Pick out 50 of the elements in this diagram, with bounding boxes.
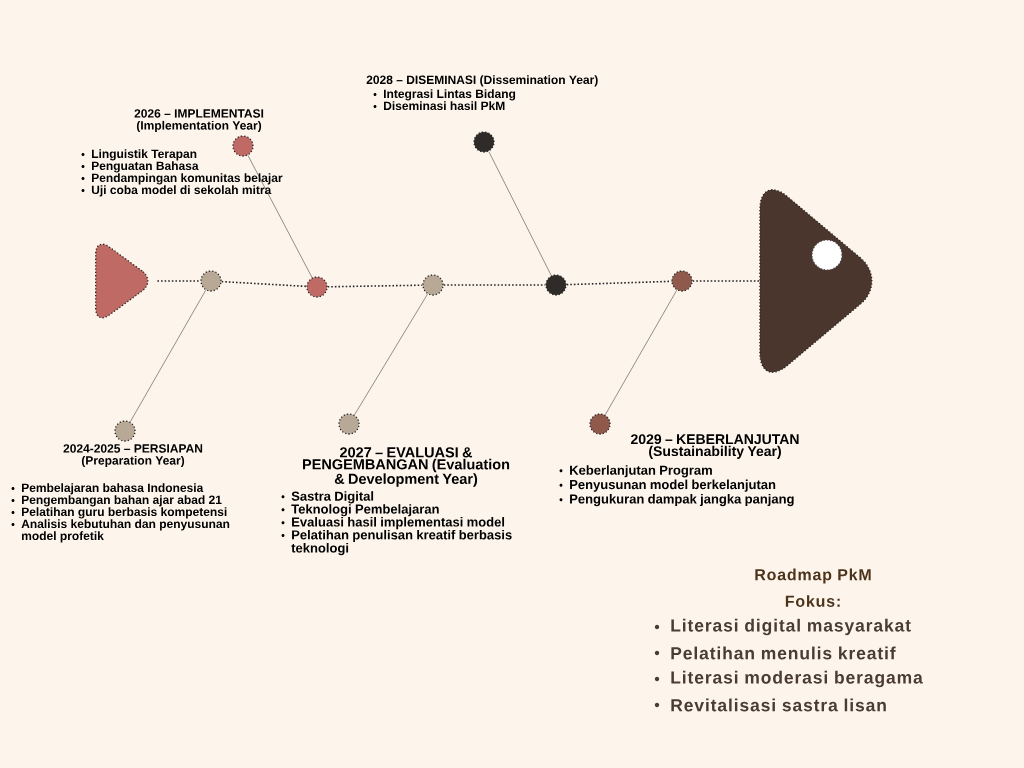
focus-item: Revitalisasi sastra lisan xyxy=(654,698,886,712)
bullet-item: Teknologi Pembelajaran xyxy=(281,504,439,517)
bullet-item: Penguatan Bahasa xyxy=(81,161,199,173)
bullet-item: Linguistik Terapan xyxy=(81,149,197,161)
circle-marker xyxy=(306,276,328,298)
bullet-item: Analisis kebutuhan dan penyusunan model profetik xyxy=(11,519,230,543)
rib-line xyxy=(130,290,206,422)
bullet-item: Penyusunan model berkelanjutan xyxy=(559,479,776,492)
fish-shape xyxy=(759,189,873,373)
focus-item: Pelatihan menulis kreatif xyxy=(654,646,896,660)
bullet-item: Keberlanjutan Program xyxy=(559,465,712,478)
circle-marker xyxy=(422,274,444,296)
bullet-item: Evaluasi hasil implementasi model xyxy=(281,517,505,530)
phase-heading: 2029 – KEBERLANJUTAN (Sustainability Year) xyxy=(631,434,799,459)
rib-line xyxy=(247,155,313,278)
panel-heading: Fokus: xyxy=(785,595,840,607)
focus-item: Literasi digital masyarakat xyxy=(654,618,911,636)
circle-marker xyxy=(338,413,360,435)
bullet-item: Pelatihan penulisan kreatif berbasis teknologi xyxy=(281,529,512,556)
bullet-item: Sastra Digital xyxy=(281,491,374,504)
rib-line xyxy=(488,151,552,276)
bullet-item: Pendampingan komunitas belajar xyxy=(81,173,283,185)
circle-marker xyxy=(114,420,136,442)
bullet-item: Pengukuran dampak jangka panjang xyxy=(559,494,794,507)
circle-marker xyxy=(589,413,611,435)
bullet-item: Integrasi Lintas Bidang xyxy=(373,89,516,101)
circle-marker xyxy=(473,131,495,153)
fish-shape xyxy=(95,243,149,319)
bullet-item: Uji coba model di sekolah mitra xyxy=(81,185,272,197)
spine-line xyxy=(156,280,202,282)
circle-marker xyxy=(200,270,222,292)
bullet-item: Pelatihan guru berbasis kompetensi xyxy=(11,507,227,519)
spine-line xyxy=(326,284,424,288)
phase-heading: 2026 – IMPLEMENTASI (Implementation Year) xyxy=(134,109,264,133)
circle-marker xyxy=(232,135,254,157)
spine-line xyxy=(442,284,547,286)
spine-line xyxy=(220,280,308,288)
spine-line xyxy=(691,280,761,282)
rib-line xyxy=(605,290,677,415)
phase-heading: 2027 – EVALUASI & PENGEMBANGAN (Evaluation & Development Year) xyxy=(303,447,510,487)
rib-line xyxy=(354,293,428,416)
circle-marker xyxy=(671,270,693,292)
bullet-item: Diseminasi hasil PkM xyxy=(373,101,505,111)
phase-heading: 2024-2025 – PERSIAPAN (Preparation Year) xyxy=(63,444,203,468)
focus-item: Literasi moderasi beragama xyxy=(654,670,923,688)
circle-marker xyxy=(545,274,567,296)
panel-heading: Roadmap PkM xyxy=(755,568,871,584)
phase-heading: 2028 – DISEMINASI (Dissemination Year) xyxy=(366,75,598,87)
bullet-item: Pembelajaran bahasa Indonesia xyxy=(11,483,204,495)
bullet-item: Pengembangan bahan ajar abad 21 xyxy=(11,495,222,507)
